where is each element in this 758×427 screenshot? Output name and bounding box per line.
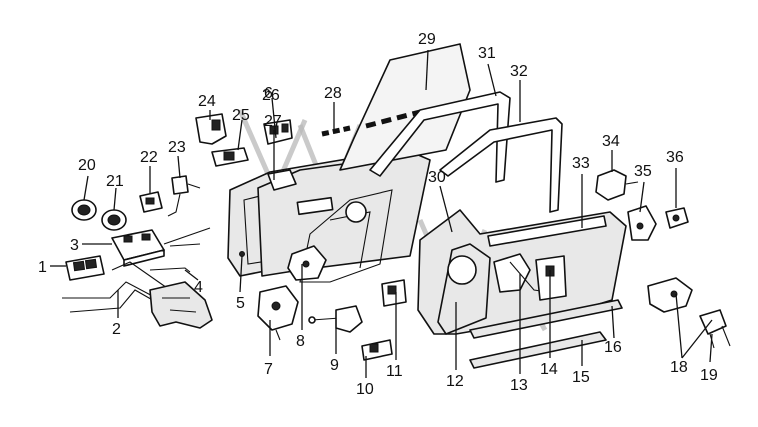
callout-6: 6 xyxy=(264,85,273,102)
part-8-window-regulator xyxy=(287,189,393,283)
leader-lines xyxy=(50,49,713,378)
part-14-latch xyxy=(535,255,567,301)
callout-18: 18 xyxy=(670,359,688,376)
part-10-lower-hinge xyxy=(361,339,393,361)
part-27-inner-trim xyxy=(257,153,431,277)
callout-4: 4 xyxy=(194,279,203,296)
part-3-switch-panel xyxy=(111,227,211,267)
callout-10: 10 xyxy=(356,381,374,398)
part-12-outer-door-panel xyxy=(437,243,491,335)
part-31-glass-run-channel xyxy=(369,91,511,183)
part-23-connector xyxy=(167,175,201,217)
part-22-switch xyxy=(139,191,163,213)
callout-16: 16 xyxy=(604,339,622,356)
callout-9: 9 xyxy=(330,357,339,374)
callout-31: 31 xyxy=(478,45,496,62)
part-35-inside-handle xyxy=(627,205,657,241)
callout-29: 29 xyxy=(418,31,436,48)
part-1-window-switch xyxy=(65,255,105,281)
callout-19: 19 xyxy=(700,367,718,384)
part-32-door-frame xyxy=(439,117,563,213)
callout-34: 34 xyxy=(602,133,620,150)
callout-28: 28 xyxy=(324,85,342,102)
part-20-knob xyxy=(71,199,97,221)
callout-22: 22 xyxy=(140,149,158,166)
part-9-door-check xyxy=(308,305,363,333)
callout-27: 27 xyxy=(264,113,282,130)
part-15-lower-molding xyxy=(469,331,607,369)
part-16-upper-molding xyxy=(469,299,623,339)
callout-33: 33 xyxy=(572,155,590,172)
callout-11: 11 xyxy=(386,363,403,380)
callout-7: 7 xyxy=(264,361,273,378)
callout-3: 3 xyxy=(70,237,79,254)
part-18-outside-handle xyxy=(647,277,693,313)
part-21-knob xyxy=(101,209,127,231)
callout-12: 12 xyxy=(446,373,464,390)
callout-15: 15 xyxy=(572,369,590,386)
part-29-door-glass xyxy=(339,43,471,171)
callout-25: 25 xyxy=(232,107,250,124)
part-24-hinge-bracket xyxy=(195,113,227,145)
callout-13: 13 xyxy=(510,377,528,394)
callout-35: 35 xyxy=(634,163,652,180)
part-36-lock-cylinder xyxy=(665,207,689,229)
callout-20: 20 xyxy=(78,157,96,174)
callout-2: 2 xyxy=(112,321,121,338)
part-28-weatherstrip xyxy=(321,125,351,137)
callout-5: 5 xyxy=(236,295,245,312)
callout-21: 21 xyxy=(106,173,124,190)
callout-1: 1 xyxy=(38,259,47,276)
callout-32: 32 xyxy=(510,63,528,80)
callout-labels: 1 2 3 4 5 6 7 8 9 10 11 12 13 14 15 16 1… xyxy=(38,31,718,398)
callout-36: 36 xyxy=(666,149,684,166)
callout-24: 24 xyxy=(198,93,216,110)
callout-23: 23 xyxy=(168,139,186,156)
part-13-lock-assembly xyxy=(493,253,549,293)
part-34-knob xyxy=(595,169,639,201)
part-6-lock-actuator xyxy=(267,169,297,191)
part-4-bracket xyxy=(149,281,213,329)
callout-30: 30 xyxy=(428,169,446,186)
part-7-door-lock xyxy=(257,285,299,341)
callout-26: 26 xyxy=(262,87,280,104)
callout-14: 14 xyxy=(540,361,558,378)
callout-8: 8 xyxy=(296,333,305,350)
part-25-hinge xyxy=(211,147,249,167)
part-11-upper-hinge xyxy=(381,279,407,307)
